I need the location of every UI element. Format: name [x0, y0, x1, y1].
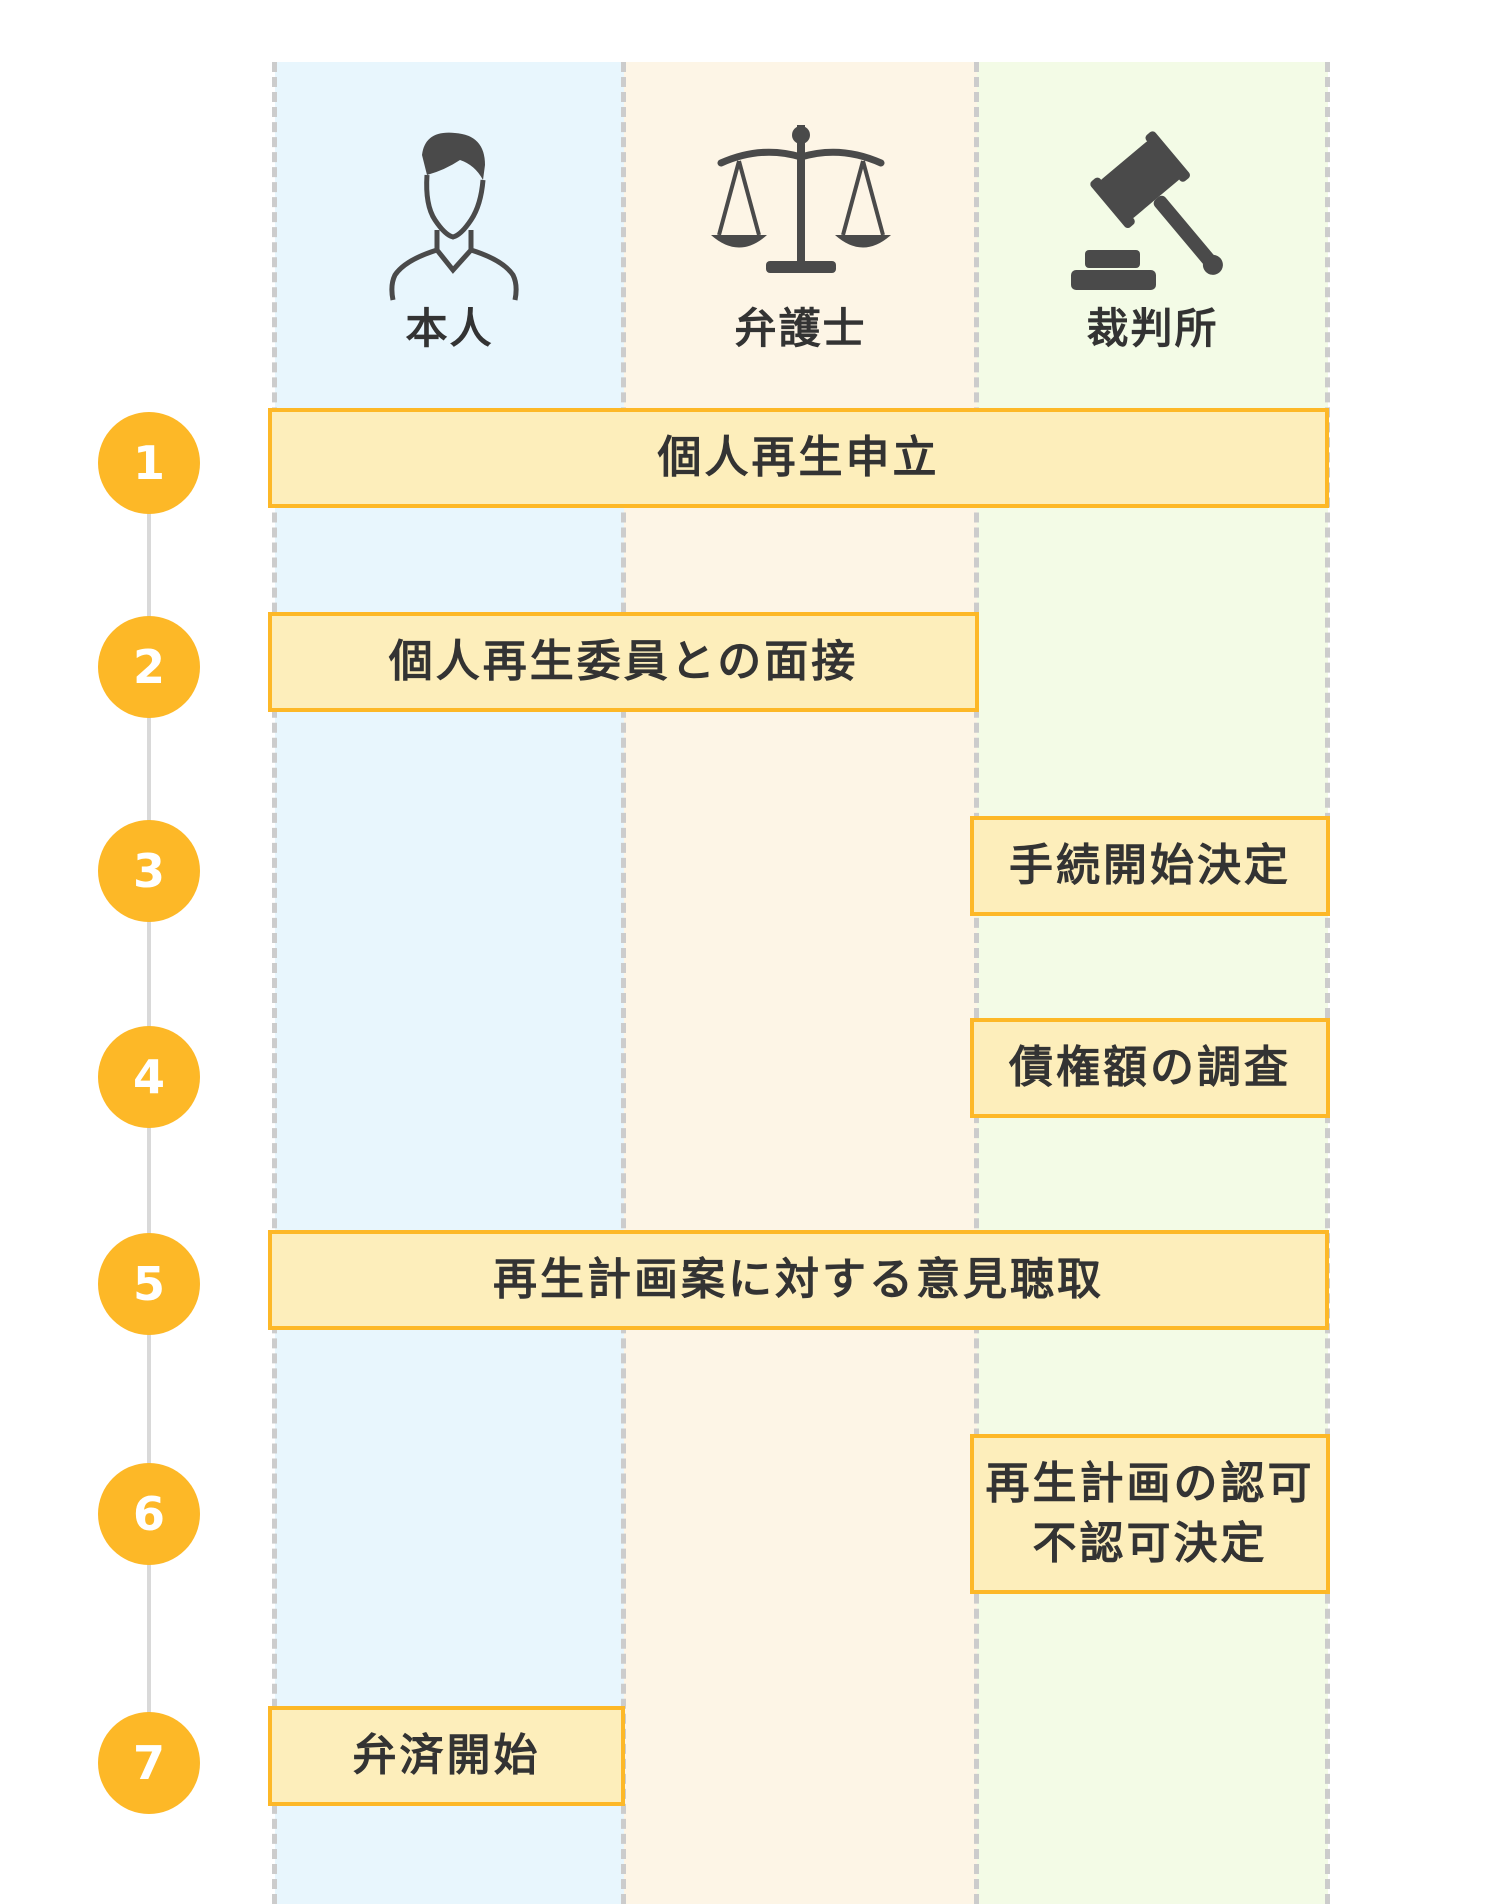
- step-label: 手続開始決定: [1009, 840, 1291, 891]
- step-badge-7: 7: [98, 1712, 200, 1814]
- column-header-court: 裁判所: [977, 125, 1328, 355]
- lane-divider: [621, 62, 626, 1904]
- lane-person: [275, 62, 624, 1904]
- step-label: 個人再生委員との面接: [388, 636, 859, 687]
- gavel-icon: [1070, 131, 1223, 290]
- step-box-3: 手続開始決定: [970, 816, 1330, 916]
- column-label: 本人: [405, 304, 494, 353]
- step-badge-4: 4: [98, 1026, 200, 1128]
- scales-icon: [710, 125, 891, 273]
- step-badge-1: 1: [98, 412, 200, 514]
- step-label-line1: 再生計画の認可: [985, 1458, 1315, 1509]
- step-box-5: 再生計画案に対する意見聴取: [268, 1230, 1329, 1330]
- column-label: 弁護士: [734, 304, 867, 353]
- step-badge-3: 3: [98, 820, 200, 922]
- column-label: 裁判所: [1086, 304, 1219, 353]
- column-header-lawyer: 弁護士: [624, 125, 977, 355]
- step-box-2: 個人再生委員との面接: [268, 612, 979, 712]
- step-badge-5: 5: [98, 1233, 200, 1335]
- step-label: 債権額の調査: [1009, 1042, 1291, 1093]
- step-label-line2: 不認可決定: [1032, 1518, 1268, 1569]
- step-label: 個人再生申立: [657, 432, 940, 483]
- lane-lawyer: [624, 62, 977, 1904]
- column-header-person: 本人: [275, 125, 624, 355]
- lane-divider: [272, 62, 277, 1904]
- step-box-4: 債権額の調査: [970, 1018, 1330, 1118]
- step-badge-6: 6: [98, 1463, 200, 1565]
- person-icon: [388, 132, 519, 301]
- step-box-1: 個人再生申立: [268, 408, 1329, 508]
- lane-court: [977, 62, 1328, 1904]
- lane-divider: [974, 62, 979, 1904]
- step-box-6: 再生計画の認可 不認可決定: [970, 1434, 1330, 1594]
- lane-divider: [1325, 62, 1330, 1904]
- step-box-7: 弁済開始: [268, 1706, 625, 1806]
- step-label: 弁済開始: [352, 1730, 541, 1781]
- step-label: 再生計画案に対する意見聴取: [493, 1254, 1104, 1305]
- step-badge-2: 2: [98, 616, 200, 718]
